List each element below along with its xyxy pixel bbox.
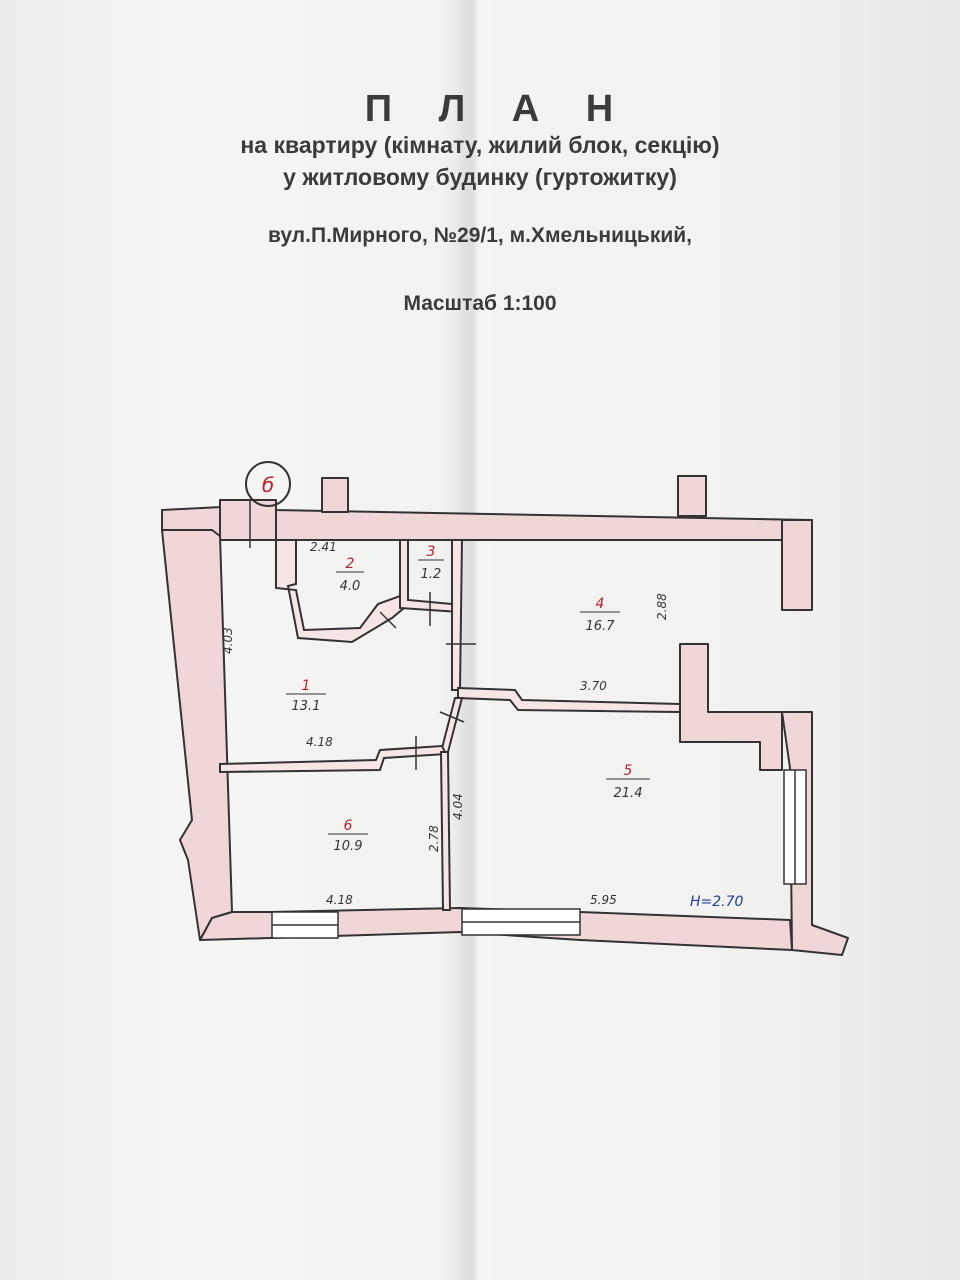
dim-room1-width: 4.18 <box>306 735 333 749</box>
dim-room6-height: 2.78 <box>427 825 441 852</box>
room-5-area: 21.4 <box>614 786 643 801</box>
axis-marker: б <box>245 461 291 548</box>
top-pier-left <box>321 477 349 513</box>
room-6-area: 10.9 <box>334 839 363 854</box>
room-1-number: 1 <box>302 678 311 694</box>
axis-label: б <box>262 473 274 497</box>
partitions <box>219 539 681 911</box>
top-pier-right <box>677 475 707 517</box>
door-marks <box>379 592 476 770</box>
partition-vertical-upper <box>451 539 464 691</box>
dim-room5-height: 4.04 <box>451 793 465 820</box>
room-3-number: 3 <box>427 544 436 560</box>
partition-room4-room5 <box>457 686 681 714</box>
dim-room2-width: 2.41 <box>310 540 337 554</box>
dim-room6-width: 4.18 <box>326 893 353 907</box>
subtitle-line-2: у житловому будинку (гуртожитку) <box>283 164 677 190</box>
dimension-labels: 2.41 4.03 4.18 2.88 3.70 2.78 4.04 4.18 … <box>221 540 744 910</box>
partition-room6-room5 <box>439 751 452 911</box>
room-4-number: 4 <box>596 596 605 612</box>
room-4-area: 16.7 <box>586 619 616 634</box>
dim-room1-height: 4.03 <box>221 627 235 654</box>
walls <box>161 475 849 956</box>
room-labels: 2 4.0 3 1.2 4 16.7 1 13.1 5 21.4 6 10.9 <box>286 544 650 854</box>
room-2-number: 2 <box>346 556 355 572</box>
dim-room5-width: 5.95 <box>590 893 617 907</box>
address: вул.П.Мирного, №29/1, м.Хмельницький, <box>268 224 692 247</box>
dim-room4-height: 2.88 <box>655 593 669 620</box>
windows <box>271 769 807 939</box>
partition-room1-room6 <box>219 744 448 774</box>
room-3-area: 1.2 <box>421 567 442 582</box>
right-wall-upper <box>781 519 813 611</box>
subtitle-line-1: на квартиру (кімнату, жилий блок, секцію… <box>240 132 720 158</box>
axis-circle <box>245 461 291 507</box>
room-6-number: 6 <box>344 818 353 834</box>
room-2-area: 4.0 <box>340 579 361 594</box>
room-1-area: 13.1 <box>292 699 321 714</box>
partition-diagonal <box>439 697 464 753</box>
room-5-number: 5 <box>624 763 633 779</box>
plan-title: П Л А Н <box>364 88 632 130</box>
scale: Масштаб 1:100 <box>403 292 557 315</box>
dim-room4-width: 3.70 <box>580 679 607 693</box>
inner-pier <box>679 643 783 771</box>
left-wall <box>161 529 233 941</box>
ceiling-height: H=2.70 <box>690 894 744 910</box>
